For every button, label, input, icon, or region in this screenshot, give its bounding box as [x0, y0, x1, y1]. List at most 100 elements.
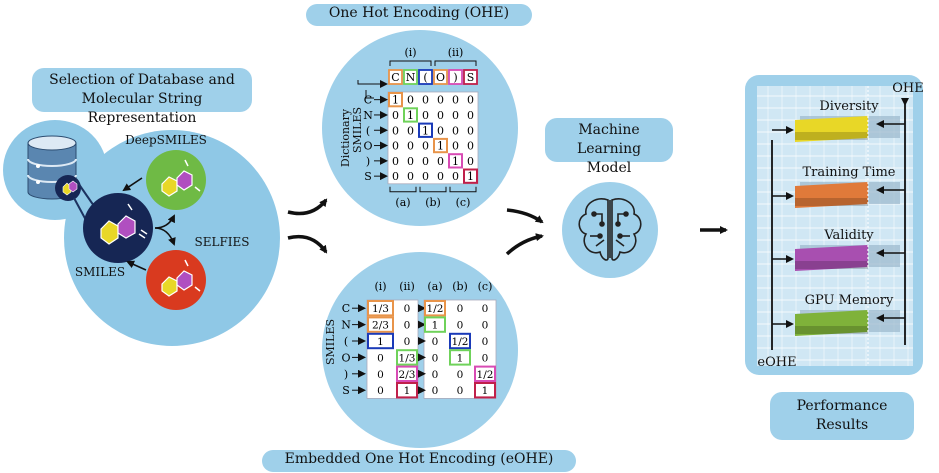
ohe-top-group-label: (i) [404, 46, 416, 59]
smiles-molecule-icon [83, 193, 153, 263]
selfies-label: SELFIES [195, 235, 250, 249]
ohe-bottom-group-label: (b) [425, 196, 441, 209]
ohe-cell: 0 [422, 94, 429, 107]
flow-arrow-to-eohe [287, 234, 328, 254]
eohe-left-cell: 0 [404, 303, 411, 315]
ohe-col-header [403, 69, 418, 85]
ohe-bottom-group-label: (a) [395, 196, 410, 209]
ohe-col-label: O [436, 71, 445, 84]
ohe-top-group-label: (ii) [448, 46, 464, 59]
ohe-col-header [463, 69, 478, 85]
eohe-right-cell: 0 [457, 303, 464, 315]
ohe-col-label: ( [423, 71, 427, 84]
ohe-cell: 0 [452, 109, 459, 122]
ohe-cell: 0 [452, 170, 459, 183]
brain-circuit-icon [578, 198, 642, 261]
eohe-hot-cell [367, 300, 394, 317]
ohe-col-header [388, 69, 403, 85]
eohe-hot-cell [367, 316, 394, 333]
eohe-right-cell: 0 [457, 385, 464, 397]
metric-label: Training Time [803, 165, 896, 180]
ohe-cell: 0 [437, 109, 444, 122]
ohe-cell: 0 [467, 124, 474, 137]
ohe-cell: 0 [392, 155, 399, 168]
ohe-hot-cell [448, 153, 463, 169]
eohe-left-cell: 0 [377, 369, 384, 381]
ohe-col-label: S [467, 71, 475, 84]
ohe-cell: 0 [467, 109, 474, 122]
ohe-cell: 0 [467, 94, 474, 107]
metric-bar [795, 116, 868, 142]
eohe-right-header: (b) [452, 280, 468, 293]
eohe-right-cell: 1 [482, 385, 489, 397]
ohe-cell: 0 [452, 124, 459, 137]
ohe-cell: 0 [437, 124, 444, 137]
eohe-right-cell: 1/2 [452, 336, 469, 348]
ohe-side-label-2: SMILES [351, 107, 364, 153]
ohe-row-label: O [363, 140, 372, 153]
ohe-cell: 1 [467, 170, 474, 183]
eohe-hot-cell [396, 365, 418, 383]
eohe-left-cell: 1 [404, 385, 411, 397]
ohe-cell: 0 [392, 170, 399, 183]
eohe-right-cell: 1 [432, 320, 439, 332]
ohe-hot-cell [463, 168, 478, 184]
flow-arrow-to-ohe [287, 198, 328, 216]
ohe-row-label: C [364, 94, 372, 107]
eohe-left-cell: 0 [404, 320, 411, 332]
ohe-hot-cell [403, 107, 418, 123]
ohe-cell: 0 [422, 109, 429, 122]
eohe-right-cell: 0 [482, 303, 489, 315]
ohe-hot-cell [433, 137, 448, 154]
ohe-col-label: N [406, 71, 416, 84]
eohe-hot-cell [474, 365, 496, 383]
eohe-row-label: C [342, 302, 350, 315]
ohe-hot-cell [388, 92, 403, 108]
deepsmiles-molecule-icon [146, 150, 206, 210]
ohe-cell: 0 [407, 94, 414, 107]
eohe-right-cell: 1 [457, 352, 464, 364]
flow-arrow-eohe-to-ml [505, 233, 544, 256]
ohe-side-label-1: Dictionary [339, 108, 352, 167]
eohe-hot-cell [424, 300, 446, 317]
ohe-cell: 0 [407, 170, 414, 183]
ohe-cell: 0 [422, 155, 429, 168]
selfies-molecule-icon [146, 250, 206, 310]
ohe-cell: 0 [407, 140, 414, 153]
ohe-cell: 1 [392, 94, 399, 107]
ohe-cell: 0 [407, 124, 414, 137]
eohe-row-label: N [341, 319, 351, 332]
ohe-row-label: ) [366, 155, 370, 168]
ohe-row-label: N [363, 109, 373, 122]
eohe-right-cell: 0 [482, 320, 489, 332]
ohe-col-label: ) [453, 71, 457, 84]
eohe-left-cell: 2/3 [372, 320, 389, 332]
ohe-cell: 0 [437, 94, 444, 107]
ohe-col-header [448, 69, 463, 85]
ohe-results-label: OHE [892, 81, 923, 96]
perf-title-line1: Performance [796, 398, 888, 414]
eohe-right-cell: 1/2 [427, 303, 444, 315]
metric-bar [795, 310, 868, 336]
eohe-right-cell: 1/2 [477, 369, 494, 381]
ohe-cell: 0 [467, 140, 474, 153]
eohe-right-cell: 0 [432, 352, 439, 364]
ohe-cell: 0 [392, 140, 399, 153]
ml-title-line2: Model [586, 160, 632, 176]
selection-title: Selection of Database and Molecular Stri… [32, 68, 252, 126]
ohe-cell: 0 [452, 94, 459, 107]
perf-title-line2: Results [815, 417, 869, 433]
ohe-cell: 1 [437, 140, 444, 153]
eohe-row-label: S [342, 384, 350, 397]
eohe-hot-cell [396, 349, 418, 366]
ohe-cell: 0 [422, 140, 429, 153]
smiles-label: SMILES [75, 265, 125, 279]
eohe-left-cell: 0 [404, 336, 411, 348]
ohe-cell: 0 [407, 155, 414, 168]
eohe-left-cell: 2/3 [399, 369, 416, 381]
eohe-row-label: O [341, 351, 350, 364]
eohe-right-cell: 0 [482, 336, 489, 348]
